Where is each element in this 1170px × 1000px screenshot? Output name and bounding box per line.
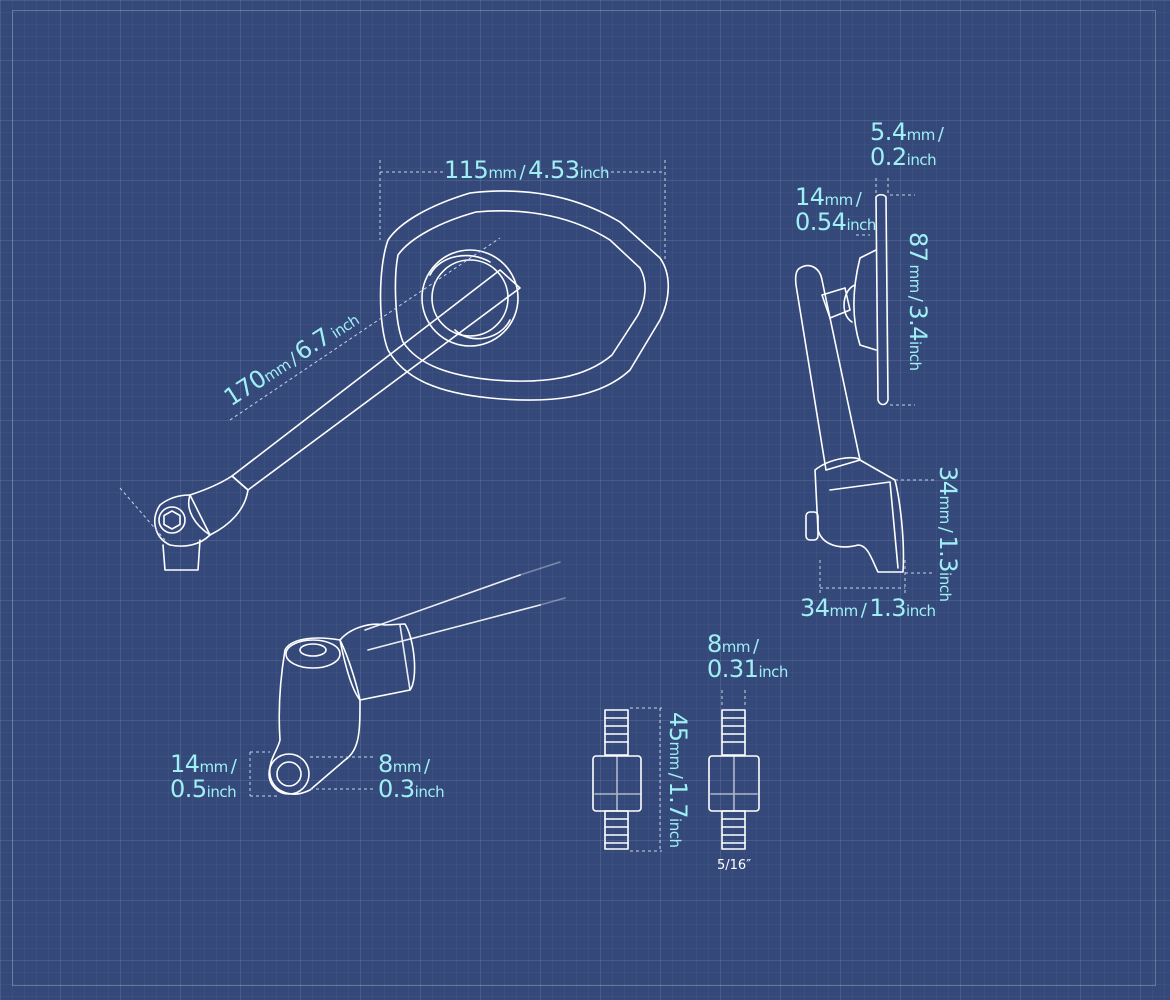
detail-hex-socket — [299, 643, 327, 657]
side-clamp-tab — [805, 511, 819, 541]
swivel-cap — [429, 254, 491, 276]
dim-mount-depth: 14mm/ 0.54inch — [795, 183, 876, 237]
side-clamp-front — [829, 481, 899, 569]
arm-sleeve — [188, 475, 249, 536]
housing-side-profile — [853, 249, 877, 351]
mirror-glass-outline — [394, 210, 646, 382]
swivel-side — [843, 284, 856, 323]
detail-bolt-hole-inner — [276, 761, 302, 787]
dim-clamp-height: 34mm/1.3inch — [934, 466, 962, 602]
detail-bolt-hole-outer — [268, 753, 310, 795]
dim-mirror-height: 87mm/3.4inch — [904, 232, 932, 371]
blueprint-frame — [12, 10, 1156, 986]
dim-bolt-length: 45mm/1.7inch — [664, 712, 692, 848]
detail-arm — [364, 574, 541, 691]
mirror-swivel-inner — [431, 259, 509, 337]
detail-arm-fade — [519, 561, 566, 606]
thread-size-caption: 5/16″ — [717, 858, 752, 873]
glass-side-profile — [875, 193, 889, 406]
bolt-left — [592, 709, 642, 850]
dimension-lines — [119, 160, 935, 852]
base-bolt-outer — [158, 506, 186, 534]
dim-mirror-width: 115mm/4.53inch — [444, 156, 610, 184]
dim-bolt-hole: 8mm/ 0.3inch — [378, 750, 445, 804]
mirror-housing-outline — [379, 190, 670, 401]
bracket-detail-view — [268, 561, 566, 795]
hex-socket — [163, 510, 181, 530]
side-arm — [794, 264, 861, 471]
detail-sleeve — [339, 623, 416, 701]
mirror-side-view — [794, 193, 905, 573]
dim-bolt-diameter: 8mm/ 0.31inch — [707, 630, 788, 684]
base-foot — [162, 539, 201, 571]
bolt-right — [708, 709, 760, 850]
dim-glass-thickness: 5.4mm/ 0.2inch — [870, 118, 944, 172]
side-clamp — [814, 456, 905, 573]
dim-clamp-width: 34mm/1.3inch — [800, 594, 936, 622]
detail-cap — [285, 639, 341, 669]
dim-base-diameter: 14mm/ 0.5inch — [170, 750, 237, 804]
detail-body — [268, 637, 361, 795]
mirror-front-view — [154, 190, 670, 571]
side-joint — [821, 287, 851, 319]
mirror-swivel-outer — [421, 249, 519, 347]
